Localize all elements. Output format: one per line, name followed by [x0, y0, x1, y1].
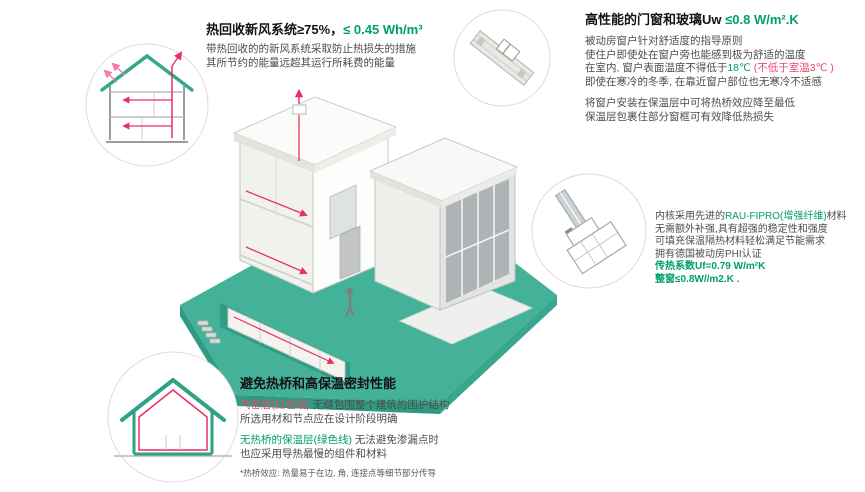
flat-roof-slab — [232, 96, 398, 173]
windows-text-block: 高性能的门窗和玻璃Uw ≤0.8 W/m².K 被动房窗户针对舒适度的指导原则 … — [585, 12, 863, 124]
main-building-block — [239, 132, 389, 294]
window-install-section-icon — [453, 9, 551, 107]
thermal-line-3-rest: 无法避免渗漏点时 — [352, 434, 439, 446]
thermal-line-4: 也应采用导热最慢的组件和材料 — [240, 447, 387, 460]
profile-line-3: 可填充保温隔热材料轻松满足节能需求 — [655, 236, 825, 248]
thermal-title: 避免热桥和高保温密封性能 — [240, 376, 397, 391]
windows-line-6: 保温层包裹住部分窗框可有效降低热损失 — [585, 110, 774, 123]
profile-line-1-black2: 材料 — [826, 211, 847, 222]
windows-line-1: 被动房窗户针对舒适度的指导原则 — [585, 35, 743, 47]
profile-line-1: 内核采用先进的RAU-FIPRO(增强纤维)材料 — [655, 211, 865, 224]
insulation-layer-label: 无热桥的保温层(绿色线) — [240, 434, 352, 446]
glazed-wing — [368, 137, 519, 311]
windows-line-3-black: 在室内, 窗户表面温度不得低于 — [585, 62, 728, 74]
hrv-title-black: 热回收新风系统≥75%， — [206, 22, 344, 37]
basement-cutaway — [197, 303, 350, 387]
window-install-detail — [452, 8, 552, 108]
windows-line-2: 使住户即使处在窗户旁也能感到极为舒适的温度 — [585, 48, 806, 61]
airtight-layer-label: 气密层(红色线) — [240, 399, 310, 411]
profile-material-name: RAU-FIPRO(增强纤维) — [725, 211, 827, 222]
house-section-ventilation-icon — [85, 43, 209, 167]
thermal-line-1-rest: 无缝包围整个建筑的围护结构 — [310, 399, 450, 411]
windows-line-5: 将窗户安装在保温层中可将热桥效应降至最低 — [585, 97, 795, 109]
profile-line-2: 无需额外补强,具有超强的稳定性和强度 — [655, 223, 828, 235]
windows-title-value: ≤0.8 W/m².K — [725, 12, 799, 27]
airtight-layer-line — [138, 389, 208, 451]
hrv-title: 热回收新风系统≥75%，≤ 0.45 Wh/m³ — [206, 22, 516, 38]
hrv-title-value: ≤ 0.45 Wh/m³ — [343, 22, 423, 37]
ventilation-ducts — [245, 88, 308, 275]
hrv-desc-line-2: 其所节约的能量远超其运行所耗费的能量 — [206, 56, 395, 69]
profile-uf-value: 传热系数Uf=0.79 W/m²K — [655, 261, 766, 273]
windows-line-4: 即使在寒冷的冬季, 在靠近窗户部位也无寒冷不适感 — [585, 75, 822, 88]
profile-line-4: 拥有德国被动房PHI认证 — [655, 248, 762, 260]
isometric-passive-house-illustration — [180, 88, 557, 414]
thermal-line-2: 所选用材和节点应在设计阶段明确 — [240, 412, 398, 425]
profile-line-1-black: 内核采用先进的 — [655, 211, 725, 222]
thermal-envelope-diagram — [106, 350, 240, 484]
human-figure — [345, 287, 355, 317]
profile-uw-value: 整窗≤0.8W//m2.K . — [655, 273, 740, 285]
window-frame-profile-icon — [531, 173, 647, 289]
thermal-footnote: *热桥效应: 热量易于在边, 角, 连接点等细节部分传导 — [240, 468, 436, 478]
window-profile-detail — [530, 172, 648, 290]
hrv-house-diagram — [84, 40, 210, 170]
basement-stairs — [197, 320, 221, 344]
windows-line-3: 在室内, 窗户表面温度不得低于18℃ (不低于室温3℃ ) — [585, 62, 863, 76]
thermal-line-3: 无热桥的保温层(绿色线) 无法避免渗漏点时 — [240, 434, 600, 448]
windows-title-black: 高性能的门窗和玻璃Uw — [585, 12, 726, 27]
facade-window — [329, 184, 357, 240]
windows-line-3-temp: 18℃ — [727, 62, 751, 74]
thermal-line-1: 气密层(红色线) 无缝包围整个建筑的围护结构 — [240, 399, 600, 413]
windows-line-3-note: (不低于室温3℃ ) — [750, 62, 834, 74]
thermal-text-block: 避免热桥和高保温密封性能 气密层(红色线) 无缝包围整个建筑的围护结构 所选用材… — [240, 376, 600, 481]
hrv-text-block: 热回收新风系统≥75%，≤ 0.45 Wh/m³ 带热回收的的新风系统采取防止热… — [206, 22, 516, 70]
windows-title: 高性能的门窗和玻璃Uw ≤0.8 W/m².K — [585, 12, 863, 28]
entrance-door — [339, 225, 361, 280]
house-thermal-envelope-icon — [107, 351, 239, 483]
hrv-desc-line-1: 带热回收的的新风系统采取防止热损失的措施 — [206, 43, 416, 55]
profile-text-block: 内核采用先进的RAU-FIPRO(增强纤维)材料 无需额外补强,具有超强的稳定性… — [655, 211, 865, 287]
